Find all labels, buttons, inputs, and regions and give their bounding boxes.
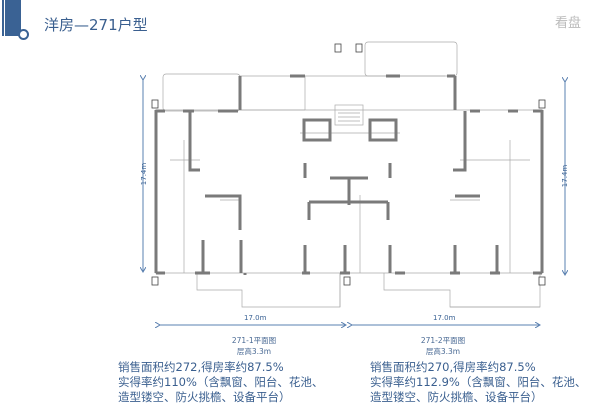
floor-height: 层高3.3m [236,347,272,356]
floor-height: 层高3.3m [425,347,461,356]
header-accent-bar [5,0,21,36]
plan-description-2: 销售面积约270,得房率约87.5% 实得率约112.9%（含飘窗、阳台、花池、… [370,360,586,405]
page-title: 洋房—271户型 [44,16,148,34]
height-label-right: 17.4m [561,164,570,188]
height-label-left: 17.4m [140,162,149,186]
plan-thin-lines [155,41,543,308]
plan-caption-2: 271-2平面图 层高3.3m [403,335,483,357]
desc-line: 销售面积约270,得房率约87.5% [370,360,536,374]
plan-walls [154,74,544,275]
plan-name: 271-1平面图 [231,336,277,345]
width-label-right: 17.0m [433,314,456,322]
desc-line: 造型镂空、防火挑檐、设备平台） [370,390,543,404]
width-label-left: 17.0m [244,314,267,322]
plan-caption-1: 271-1平面图 层高3.3m [214,335,294,357]
header-accent-dot [18,29,29,40]
plan-name: 271-2平面图 [420,336,466,345]
desc-line: 实得率约110%（含飘窗、阳台、花池、 [118,375,324,389]
plan-description-1: 销售面积约272,得房率约87.5% 实得率约110%（含飘窗、阳台、花池、 造… [118,360,323,405]
header-accent-line [2,0,4,36]
desc-line: 销售面积约272,得房率约87.5% [118,360,284,374]
desc-line: 造型镂空、防火挑檐、设备平台） [118,390,291,404]
watermark: 看盘 [555,16,582,31]
plan-columns [151,43,546,286]
desc-line: 实得率约112.9%（含飘窗、阳台、花池、 [370,375,587,389]
dimension-arrows [143,80,565,325]
